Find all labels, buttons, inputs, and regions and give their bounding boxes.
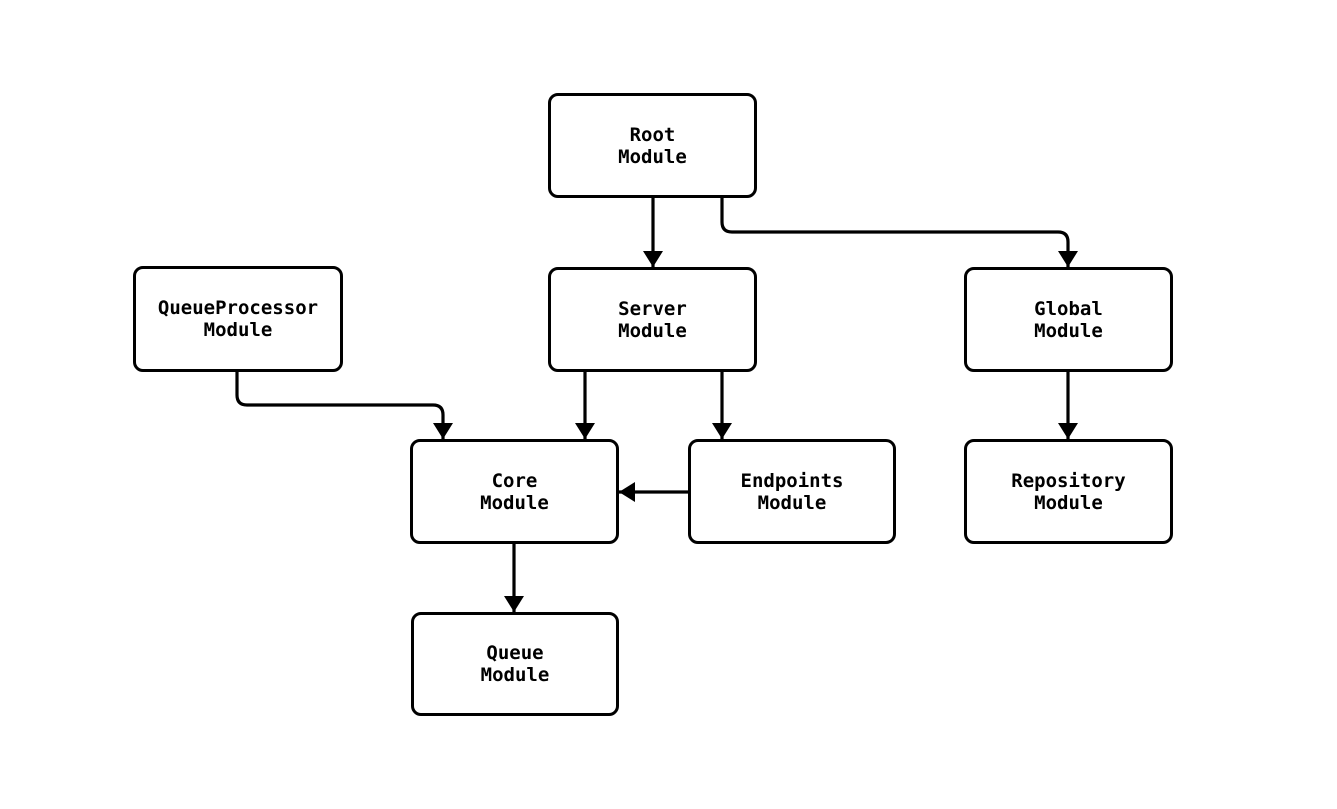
node-repository-module: Repository Module [964,439,1173,544]
edge-queueprocessor-to-core [235,372,453,439]
edge-root-to-global [720,198,1078,267]
node-root-module: Root Module [548,93,757,198]
node-endpoints-module: Endpoints Module [688,439,896,544]
node-core-module: Core Module [410,439,619,544]
node-queue-module: Queue Module [411,612,619,716]
node-global-module: Global Module [964,267,1173,372]
node-queueprocessor-module: QueueProcessor Module [133,266,343,372]
node-server-module: Server Module [548,267,757,372]
